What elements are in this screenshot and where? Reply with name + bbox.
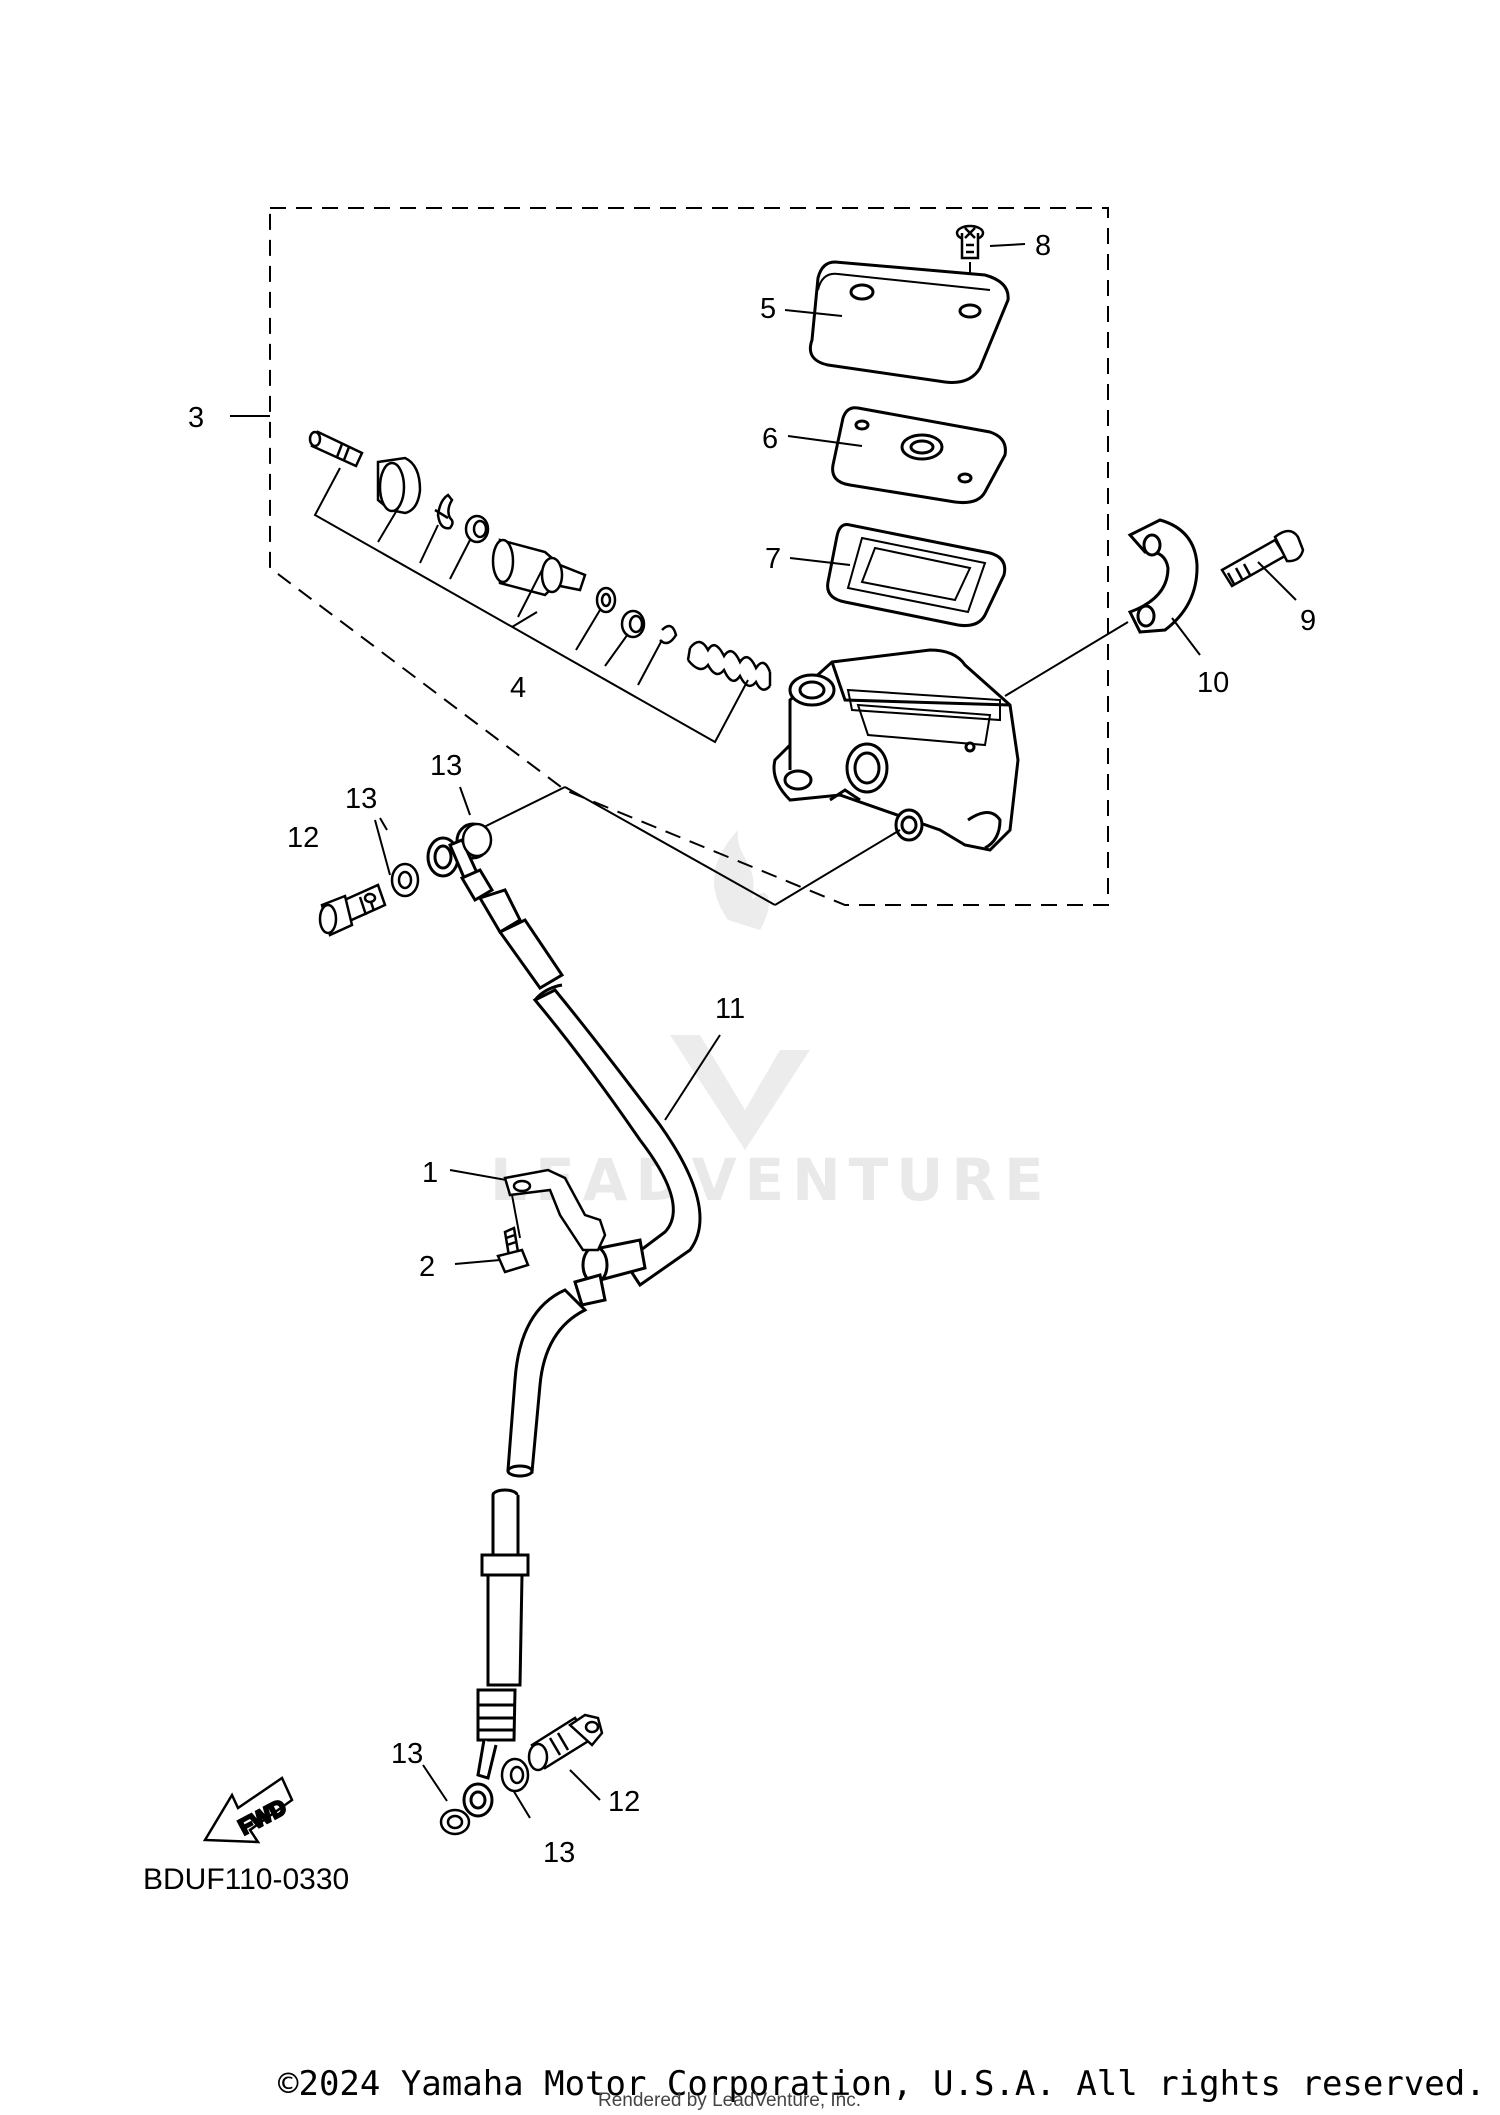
callout-13-bottom-right: 13: [543, 1837, 575, 1869]
callout-13-top-left: 13: [345, 783, 377, 815]
diaphragm-part-7: [826, 523, 1007, 627]
callout-12-bottom: 12: [608, 1786, 640, 1818]
hose-clamp-part-1: [503, 1168, 607, 1252]
callout-3: 3: [188, 402, 204, 434]
copyright-notice: ©2024 Yamaha Motor Corporation, U.S.A. A…: [278, 2064, 1486, 2104]
diagram-code: BDUF110-0330: [143, 1863, 349, 1896]
piston-kit-parts-part-4: [308, 430, 772, 691]
callout-5: 5: [760, 293, 776, 325]
washer-part-13-bottom: [439, 1757, 530, 1836]
part-4-group-leader: [313, 467, 749, 744]
union-bolt-part-12-top: [318, 883, 387, 937]
callout-12-top: 12: [287, 822, 319, 854]
leadventure-watermark: LEADVENTURE: [490, 830, 1052, 1214]
fwd-direction-icon: FWD: [202, 1776, 294, 1844]
callout-2: 2: [419, 1251, 435, 1283]
brake-hose-part-11: [426, 822, 702, 1818]
callout-13-bottom-left: 13: [391, 1738, 423, 1770]
callout-4: 4: [510, 672, 526, 704]
bolt-part-9: [1220, 529, 1305, 588]
diaphragm-plate-part-6: [831, 406, 1007, 504]
callout-6: 6: [762, 423, 778, 455]
union-bolt-part-12-bottom: [527, 1713, 604, 1772]
callout-labels: 3 4 5 6 7 8 9 10 11 1 2 12 13 13 12 13 1…: [143, 230, 1316, 1896]
screw-part-8: [955, 224, 985, 305]
callout-1: 1: [422, 1157, 438, 1189]
master-cylinder-body: [772, 648, 1020, 852]
watermark-brand: LEADVENTURE: [490, 1146, 1052, 1214]
rendered-by-note: Rendered by LeadVenture, Inc.: [598, 2090, 862, 2111]
bolt-part-2: [496, 1226, 530, 1274]
callout-13-top-right: 13: [430, 750, 462, 782]
washer-part-13-top: [390, 822, 493, 898]
reservoir-cap-part-5: [808, 260, 1010, 384]
assembly-dashed-outline: [269, 207, 1109, 906]
callout-11: 11: [715, 993, 745, 1025]
callout-8: 8: [1035, 230, 1051, 262]
holder-part-10: [1127, 518, 1199, 634]
callout-leaders: [230, 243, 1297, 1819]
callout-10: 10: [1197, 667, 1229, 699]
callout-9: 9: [1300, 605, 1316, 637]
callout-7: 7: [765, 543, 781, 575]
